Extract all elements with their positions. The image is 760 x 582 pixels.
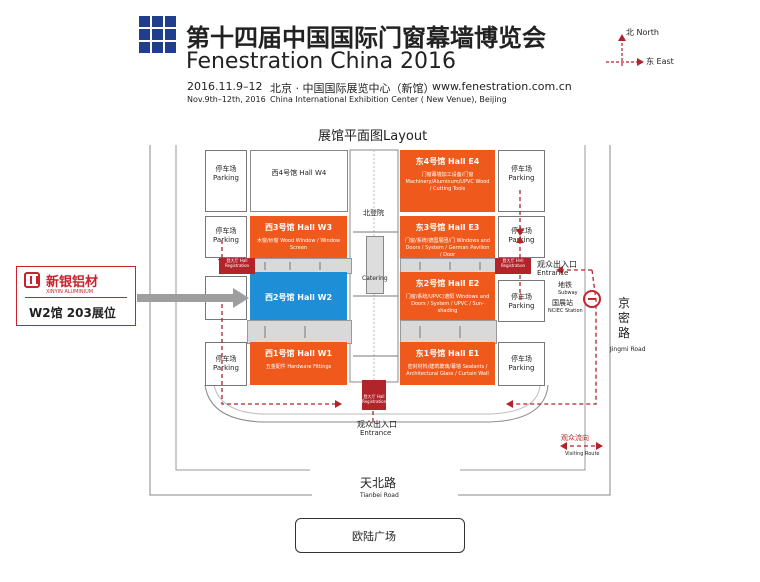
hall-e3-name: 东3号馆 Hall E3	[415, 223, 480, 232]
registration-east: 登大厅 Hall Registration	[495, 258, 531, 274]
dates-en: Nov.9th–12th, 2016	[187, 95, 266, 104]
parking-e1-cn: 停车场	[511, 355, 532, 363]
exhibitor-card[interactable]: 新银铝材 XINYIN ALUMINIUM W2馆 203展位	[16, 266, 136, 326]
parking-w3-en: Parking	[213, 236, 239, 244]
station-cn: 国展站	[552, 299, 573, 307]
registration-south: 登大厅 Hall Registration	[362, 380, 386, 410]
catering-label: Catering	[362, 275, 388, 282]
hall-e2[interactable]: 东2号馆 Hall E2 门窗/系统/UPVC/遮阳 Windows and D…	[400, 272, 495, 320]
parking-nw: 停车场 Parking	[205, 150, 247, 212]
road-east-en: Jingmi Road	[610, 346, 646, 353]
visiting-route-cn: 观众流向	[561, 434, 589, 442]
parking-w1-en: Parking	[213, 364, 239, 372]
plaza: 欧陆广场	[295, 518, 465, 553]
title-en: Fenestration China 2016	[186, 49, 457, 74]
exhibitor-name-cn: 新银铝材	[46, 275, 99, 290]
hall-w3-name: 西3号馆 Hall W3	[264, 223, 333, 232]
compass-east-label: 东 East	[646, 57, 674, 66]
hall-w1[interactable]: 西1号馆 Hall W1 五金配件 Hardware Fittings	[250, 342, 347, 385]
hall-w3[interactable]: 西3号馆 Hall W3 木窗/纱窗 Wood Window / Window …	[250, 216, 347, 258]
station-en: NCIEC Station	[548, 308, 583, 314]
parking-nw-cn: 停车场	[215, 165, 237, 173]
hall-e3[interactable]: 东3号馆 Hall E3 门窗/系统/德国展团/门 Windows and Do…	[400, 216, 495, 258]
compass: 北 North 东 East	[600, 28, 690, 75]
catering-block	[366, 236, 384, 294]
registration-east-label: 登大厅 Hall Registration	[500, 258, 526, 268]
exhibitor-booth: W2馆 203展位	[29, 306, 116, 320]
hall-w1-name: 西1号馆 Hall W1	[264, 349, 333, 358]
road-south-en: Tianbei Road	[360, 492, 399, 499]
hall-w2[interactable]: 西2号馆 Hall W2	[250, 272, 347, 320]
parking-w1-cn: 停车场	[215, 355, 237, 363]
exhibitor-name-en: XINYIN ALUMINIUM	[46, 289, 94, 295]
hall-w3-desc: 木窗/纱窗 Wood Window / Window Screen	[256, 238, 341, 251]
parking-w3-cn: 停车场	[215, 227, 237, 235]
parking-e1: 停车场 Parking	[498, 342, 545, 386]
venue-en: China International Exhibition Center ( …	[270, 95, 507, 104]
hall-e1[interactable]: 东1号馆 Hall E1 密封材料/建筑玻璃/幕墙 Sealants / Arc…	[400, 342, 495, 385]
subway-station-icon[interactable]	[583, 290, 601, 308]
hall-e4-desc: 门窗幕墙加工设备/门窗 Machinery/Aluminum/UPVC Wood…	[405, 172, 490, 192]
map-title: 展馆平面图Layout	[318, 129, 428, 144]
website-link[interactable]: www.fenestration.com.cn	[432, 80, 572, 93]
hall-e4[interactable]: 东4号馆 Hall E4 门窗幕墙加工设备/门窗 Machinery/Alumi…	[400, 150, 495, 212]
entrance-south-en: Entrance	[360, 429, 392, 437]
parking-w3: 停车场 Parking	[205, 216, 247, 258]
header-logo	[139, 16, 177, 54]
parking-e1-en: Parking	[508, 364, 535, 372]
hall-w1-desc: 五金配件 Hardware Fittings	[265, 364, 332, 370]
parking-e2-en: Parking	[508, 302, 535, 310]
compass-arrows-icon	[606, 34, 644, 66]
entrance-east-cn: 观众出入口	[537, 260, 577, 269]
parking-e2-cn: 停车场	[511, 293, 532, 301]
parking-nw-en: Parking	[213, 174, 239, 182]
parking-w1: 停车场 Parking	[205, 342, 247, 386]
registration-south-label: 登大厅 Hall Registration	[362, 394, 387, 404]
venue-cn: 北京 · 中国国际展览中心（新馆）	[270, 82, 435, 95]
registration-west: 登大厅 Hall Registration	[219, 258, 255, 274]
hall-e4-name: 东4号馆 Hall E4	[415, 157, 480, 166]
road-south-label: 天北路	[360, 476, 397, 490]
hall-e2-name: 东2号馆 Hall E2	[415, 279, 480, 288]
compass-north-label: 北 North	[626, 28, 659, 37]
hall-w4[interactable]: 西4号馆 Hall W4	[250, 150, 348, 212]
hall-e1-desc: 密封材料/建筑玻璃/幕墙 Sealants / Architectural Gl…	[406, 364, 489, 377]
visiting-route-en: Visiting Route	[565, 451, 600, 457]
parking-ne: 停车场 Parking	[498, 150, 545, 212]
hall-e1-name: 东1号馆 Hall E1	[415, 349, 480, 358]
north-lobby-label: 北登院	[363, 209, 384, 217]
parking-e2: 停车场 Parking	[498, 280, 545, 322]
dates-cn: 2016.11.9–12	[187, 80, 263, 93]
hall-w2-name: 西2号馆 Hall W2	[264, 293, 333, 302]
xinyin-logo-icon	[24, 272, 40, 288]
parking-ne-cn: 停车场	[511, 165, 532, 173]
plaza-label: 欧陆广场	[352, 530, 396, 543]
hall-e2-desc: 门窗/系统/UPVC/遮阳 Windows and Doors / System…	[405, 294, 490, 314]
entrance-east-en: Entrance	[537, 269, 569, 277]
title-cn: 第十四届中国国际门窗幕墙博览会	[186, 24, 546, 52]
pointer-arrow-icon	[137, 288, 249, 308]
entrance-south-cn: 观众出入口	[357, 420, 397, 429]
grid-logo-icon	[139, 16, 176, 53]
subway-cn: 地铁	[558, 281, 572, 289]
hall-e3-desc: 门窗/系统/德国展团/门 Windows and Doors / System …	[405, 238, 490, 258]
subway-en: Subway	[558, 290, 578, 296]
registration-west-label: 登大厅 Hall Registration	[224, 258, 250, 268]
road-east-label: 京密路	[618, 296, 631, 340]
parking-ne-en: Parking	[508, 174, 535, 182]
hall-w4-name: 西4号馆 Hall W4	[271, 169, 327, 177]
